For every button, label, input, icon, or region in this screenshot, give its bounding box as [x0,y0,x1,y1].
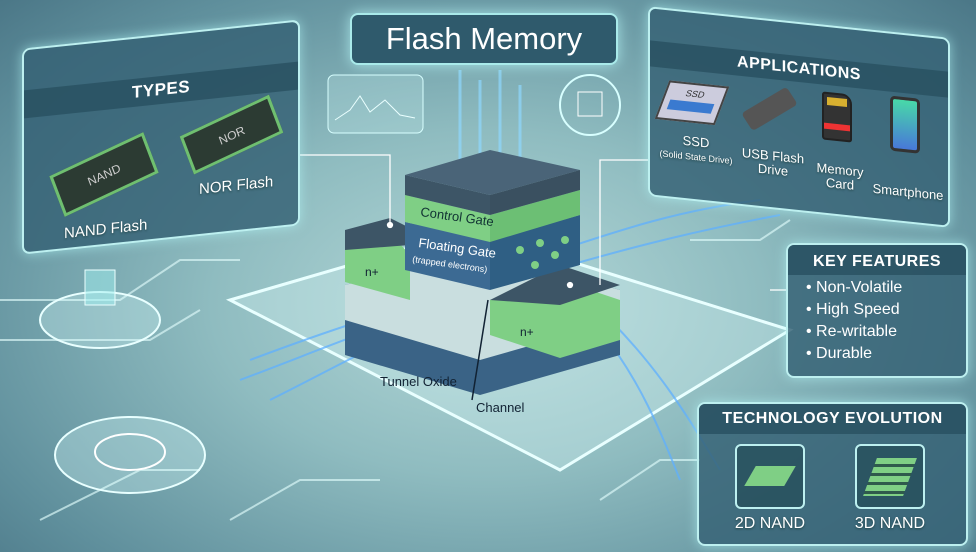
feature-item: • Non-Volatile [806,279,903,296]
drain-label: n+ [520,325,534,339]
2d-nand-label: 2D NAND [734,515,806,532]
source-label: n+ [365,265,379,279]
ssd-icon: SSD [654,80,730,126]
pedestal-bottom [54,416,206,494]
page-title: Flash Memory [350,13,618,65]
types-panel: TYPES NAND NOR NAND Flash NOR Flash [22,19,300,255]
smartphone-icon [890,95,920,154]
ssd-chip-label: SSD [684,88,707,100]
usb-drive-icon [741,86,798,132]
nand-flash-label: NAND Flash [64,216,148,243]
feature-item: • Durable [806,345,873,362]
key-features-panel: KEY FEATURES • Non-Volatile • High Speed… [786,243,968,378]
technology-evolution-panel: TECHNOLOGY EVOLUTION 2D NAND 3D NAND [697,402,968,546]
app-ssd-label: SSD(Solid State Drive) [659,132,733,166]
floating-gate [405,222,490,290]
3d-nand-label: 3D NAND [854,515,926,532]
evolution-heading: TECHNOLOGY EVOLUTION [699,404,966,434]
3d-nand-icon [855,444,925,509]
control-gate [405,195,490,242]
nand-chip-icon: NAND [49,132,159,217]
applications-panel: APPLICATIONS SSD SSD(Solid State Drive) … [648,6,950,228]
channel-label: Channel [476,400,525,415]
app-memory-card-label: Memory Card [816,159,864,193]
electrons [516,236,569,269]
cube-hologram [559,74,621,136]
connector-lines [300,154,786,291]
nor-chip-icon: NOR [179,94,284,175]
feature-item: • High Speed [806,301,900,318]
app-smartphone-label: Smartphone [872,180,944,204]
source-region [345,233,410,300]
2d-nand-icon [735,444,805,509]
feature-item: • Re-writable [806,323,897,340]
nor-flash-label: NOR Flash [199,173,274,199]
chart-hologram [327,74,424,134]
tunnel-oxide-label: Tunnel Oxide [380,374,457,389]
app-usb-label: USB Flash Drive [741,145,805,179]
key-features-heading: KEY FEATURES [788,245,966,275]
memory-card-icon [822,91,852,143]
